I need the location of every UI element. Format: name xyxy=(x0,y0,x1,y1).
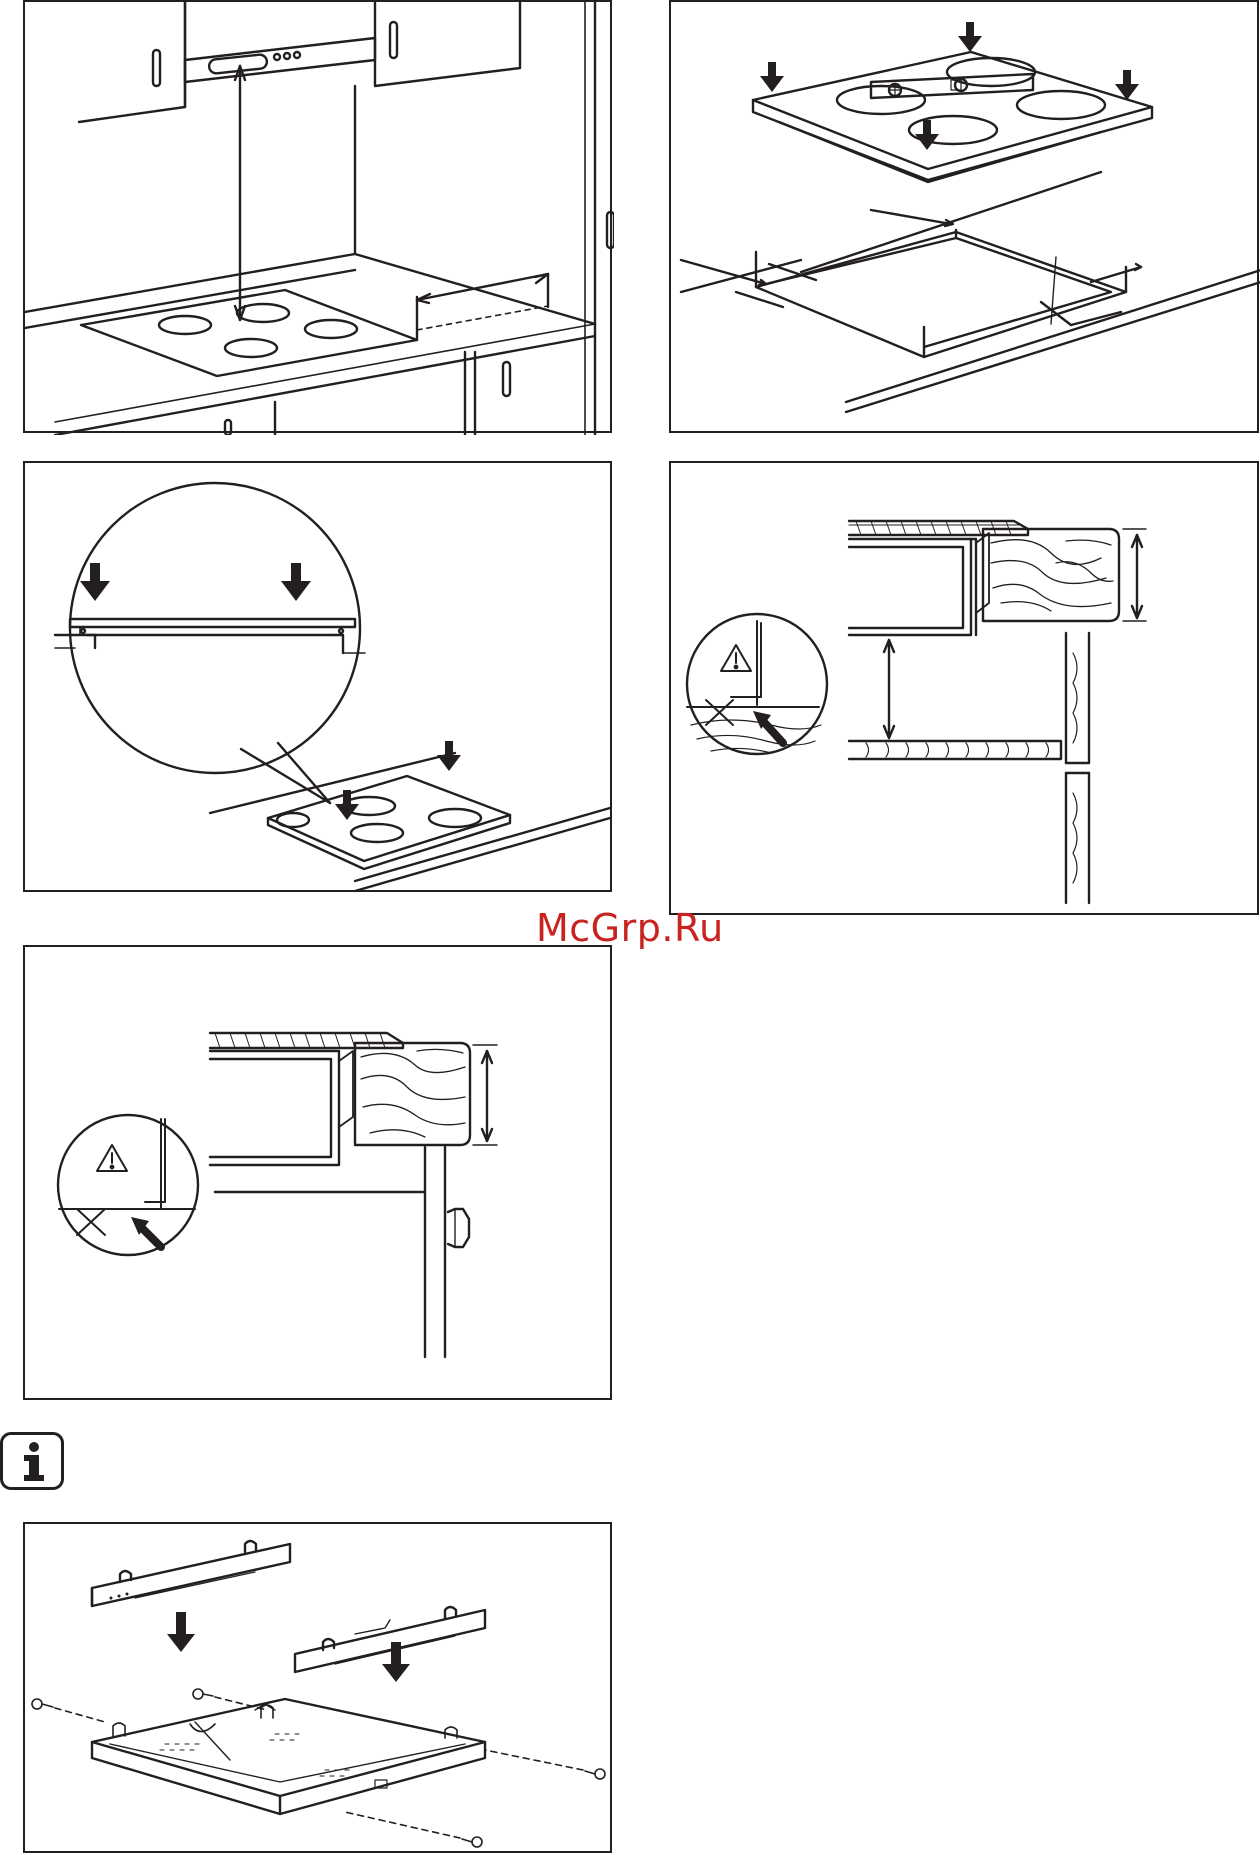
info-icon xyxy=(0,1432,64,1490)
figure-protection-box-assembly xyxy=(23,1522,612,1853)
figure-seal-cutout-level xyxy=(669,0,1259,433)
figure-door-clearance xyxy=(23,945,612,1400)
figure-hood-height-clearance xyxy=(23,0,612,433)
figure-drawer-clearance xyxy=(669,461,1259,915)
watermark-text: McGrp.Ru xyxy=(536,906,724,950)
figure-press-hob xyxy=(23,461,612,892)
